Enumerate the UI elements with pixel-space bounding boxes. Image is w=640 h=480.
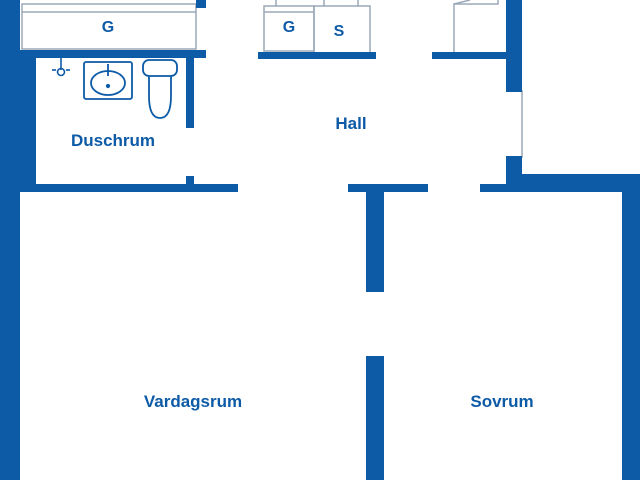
wall	[622, 174, 640, 480]
built-in-outlines	[21, 0, 523, 158]
wall	[258, 52, 376, 59]
wall	[20, 50, 206, 58]
room-label-duschrum: Duschrum	[70, 131, 156, 150]
wardrobe-hall-label: G	[282, 19, 296, 36]
wall	[366, 356, 384, 480]
wall	[506, 0, 522, 92]
wall	[20, 184, 238, 192]
wall	[186, 176, 194, 190]
wall	[514, 0, 522, 10]
stair-outline	[453, 0, 499, 52]
closet-hall-label: S	[333, 23, 345, 40]
room-label-sovrum: Sovrum	[470, 392, 534, 411]
wall	[506, 174, 640, 192]
wall	[366, 190, 384, 292]
wall	[20, 58, 36, 190]
wall	[186, 58, 194, 128]
toilet-icon	[142, 59, 178, 119]
wall	[432, 52, 518, 59]
wardrobe-top-left-label: G	[101, 19, 115, 36]
sink-icon	[83, 61, 133, 100]
wardrobe-top-left-outline	[21, 3, 197, 50]
wall	[348, 184, 428, 192]
wall	[196, 0, 206, 8]
room-label-hall: Hall	[335, 114, 367, 133]
wall	[0, 0, 20, 480]
room-label-vardagsrum: Vardagsrum	[143, 392, 243, 411]
shower-icon	[52, 58, 70, 77]
wall	[480, 184, 520, 192]
